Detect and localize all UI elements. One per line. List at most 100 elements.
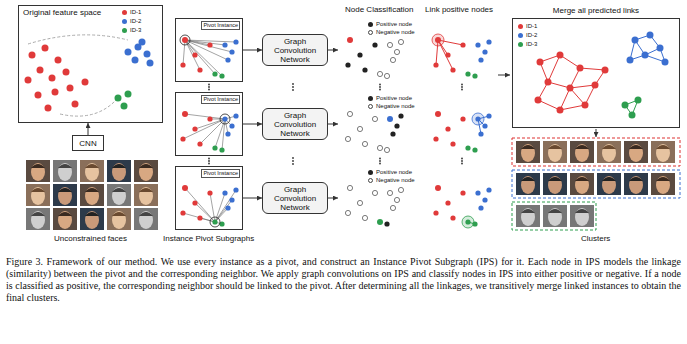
ellipsis-dots bbox=[208, 160, 210, 162]
classified-nodes bbox=[387, 116, 393, 122]
legend-text: ID-2 bbox=[526, 32, 537, 39]
feature-points bbox=[147, 60, 154, 67]
cluster-groups bbox=[516, 173, 540, 195]
linked-nodes bbox=[433, 37, 491, 79]
legend-text: ID-1 bbox=[130, 9, 141, 16]
classified-nodes bbox=[394, 197, 399, 202]
feature-points bbox=[29, 52, 36, 59]
cluster-groups bbox=[516, 205, 540, 227]
feature-points bbox=[72, 101, 79, 108]
feature-points bbox=[125, 91, 132, 98]
feature-points bbox=[37, 67, 44, 74]
ellipsis-dots bbox=[461, 86, 463, 88]
legend-item: ID-2 bbox=[122, 18, 141, 25]
legend-item: ID-1 bbox=[518, 23, 537, 30]
node-text: Graph Convolution Network bbox=[263, 37, 327, 64]
subgraph-box: Pivot Instance bbox=[175, 92, 243, 156]
classified-nodes bbox=[372, 190, 377, 195]
classified-nodes bbox=[394, 123, 399, 128]
face-photos bbox=[53, 208, 77, 230]
ellipsis-dots bbox=[292, 157, 294, 159]
classified-nodes bbox=[377, 219, 383, 225]
legend-swatch bbox=[122, 28, 127, 33]
merged-graph bbox=[592, 82, 599, 89]
ellipsis-dots bbox=[379, 86, 381, 88]
face-photos bbox=[134, 184, 158, 206]
cluster-groups bbox=[570, 141, 594, 163]
subgraph-nodes bbox=[180, 35, 239, 227]
merged-graph bbox=[535, 97, 542, 104]
positive-node-symbol bbox=[368, 170, 373, 175]
face-photos bbox=[26, 160, 50, 182]
face-photos bbox=[107, 184, 131, 206]
label-text: Instance Pivot Subgraphs bbox=[163, 234, 254, 244]
legend-item: Positive node bbox=[368, 21, 412, 28]
feature-points bbox=[82, 79, 89, 86]
legend-item: Positive node bbox=[368, 169, 412, 176]
flow-arrow bbox=[243, 198, 262, 199]
cluster-groups bbox=[570, 205, 594, 227]
classified-nodes bbox=[357, 52, 362, 57]
merged-graph bbox=[535, 32, 669, 119]
ellipsis-dots bbox=[208, 83, 463, 165]
classified-nodes bbox=[390, 113, 403, 136]
ellipsis-dots bbox=[461, 158, 463, 160]
classified-nodes bbox=[398, 113, 403, 118]
cluster-groups bbox=[512, 138, 680, 230]
ellipsis-dots bbox=[379, 158, 381, 160]
subgraph-box: Pivot Instance bbox=[175, 18, 243, 82]
classified-nodes bbox=[345, 62, 350, 67]
merged-graph bbox=[582, 102, 589, 109]
classified-nodes bbox=[362, 215, 367, 220]
feature-points bbox=[52, 89, 59, 96]
classified-nodes bbox=[347, 111, 352, 116]
feature-points bbox=[115, 91, 132, 110]
flow-arrows bbox=[326, 50, 596, 198]
label-text: Unconstrained faces bbox=[54, 234, 127, 244]
merged-graph bbox=[630, 35, 665, 62]
feature-points bbox=[25, 45, 89, 112]
label-text: Clusters bbox=[581, 234, 610, 244]
feature-points bbox=[45, 105, 52, 112]
classified-nodes bbox=[372, 116, 377, 121]
pivot-tag: Pivot Instance bbox=[201, 169, 240, 178]
feature-points bbox=[125, 49, 132, 56]
classified-nodes bbox=[384, 221, 389, 226]
linked-nodes bbox=[433, 111, 491, 153]
flow-arrow bbox=[243, 124, 262, 125]
merged-graph bbox=[602, 67, 609, 74]
classified-nodes bbox=[377, 39, 403, 78]
merged-graph bbox=[642, 52, 649, 59]
feature-points bbox=[55, 57, 62, 64]
legend-item: Negative node bbox=[368, 177, 415, 184]
subgraph-nodes bbox=[210, 217, 220, 227]
ellipsis-dots bbox=[461, 160, 463, 162]
merged-graph bbox=[662, 59, 669, 66]
flow-arrows bbox=[498, 75, 510, 76]
figure-caption: Figure 3. Framework of our method. We us… bbox=[6, 256, 681, 304]
linked-nodes bbox=[433, 185, 491, 228]
classified-nodes bbox=[387, 190, 392, 195]
merged-graph bbox=[629, 112, 636, 119]
flow-arrow bbox=[243, 50, 262, 51]
classified-nodes bbox=[377, 71, 382, 76]
label-text: Node Classification bbox=[345, 5, 413, 15]
face-photos bbox=[26, 208, 50, 230]
positive-node-symbol bbox=[368, 96, 373, 101]
merged-graph bbox=[535, 52, 609, 114]
pivot-tag: Pivot Instance bbox=[201, 95, 240, 104]
merged-graph bbox=[557, 52, 564, 59]
legend-swatch bbox=[122, 19, 127, 24]
classified-nodes bbox=[362, 141, 367, 146]
feature-points bbox=[132, 57, 139, 64]
merged-graph bbox=[647, 32, 654, 39]
merged-graph bbox=[577, 65, 584, 72]
legend-swatch bbox=[518, 24, 523, 29]
feature-points bbox=[42, 45, 49, 52]
cluster-groups bbox=[624, 173, 648, 195]
linked-nodes bbox=[433, 185, 491, 227]
ellipsis-dots bbox=[379, 89, 381, 91]
legend-text: Positive node bbox=[376, 21, 412, 28]
classified-nodes bbox=[345, 136, 350, 141]
